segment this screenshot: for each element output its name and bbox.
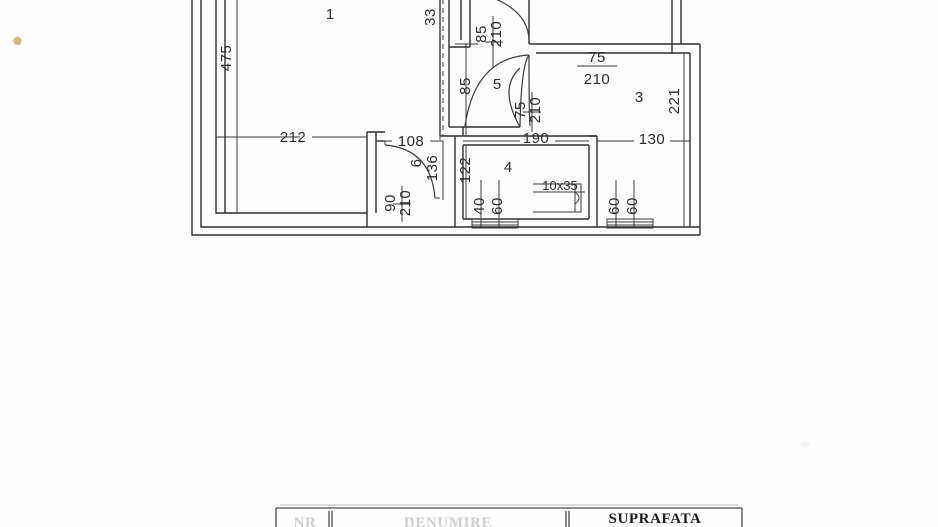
door-tag-75-height-b: 210: [527, 97, 544, 124]
table-header-suprafata: SUPRAFATA: [609, 511, 702, 527]
room-label-3: 3: [635, 89, 643, 106]
room-label-5: 5: [493, 76, 501, 93]
dimension-6: 6: [408, 159, 425, 168]
door-tag-75-width-a: 75: [588, 49, 606, 66]
door-tag-85-height: 210: [488, 21, 505, 48]
door-tag-85-width: 85: [473, 25, 490, 43]
door-tag-75-width-b: 75: [512, 101, 529, 119]
dimension-130: 130: [639, 131, 666, 148]
door-swing-arcs: [384, 0, 531, 199]
room-label-4: 4: [504, 159, 512, 176]
window-symbols: [471, 218, 654, 229]
dimension-475: 475: [218, 45, 235, 72]
dimension-60-a: 60: [489, 197, 506, 215]
dimension-10x35: 10x35: [542, 178, 577, 193]
dimension-labels: 475 212 33 108 6 136 85 122 190 130 221 …: [218, 8, 683, 215]
dimension-lines: [216, 0, 690, 228]
dimension-60-b: 60: [606, 197, 623, 215]
door-tag-90-height: 210: [397, 190, 414, 217]
dimension-40: 40: [471, 197, 488, 215]
door-dimension-tags: 85 210 75 210 75 210 90 210: [382, 21, 610, 217]
dimension-212: 212: [280, 129, 307, 146]
scan-artifact-speck: [13, 36, 22, 45]
dimension-190: 190: [523, 130, 550, 147]
dimension-33: 33: [422, 8, 439, 26]
room-number-labels: 1 5 3 4: [326, 6, 643, 176]
door-tag-75-height-a: 210: [584, 71, 611, 88]
dimension-60-c: 60: [624, 197, 641, 215]
dimension-221: 221: [666, 88, 683, 115]
dimension-136: 136: [424, 155, 441, 182]
room-label-1: 1: [326, 6, 334, 23]
plan-walls: [191, 0, 701, 236]
table-header-denumire: DENUMIRE: [404, 515, 492, 527]
area-schedule-table: SUPRAFATA DENUMIRE NR: [275, 504, 743, 527]
scan-artifact-faint-spot: [800, 442, 810, 447]
dimension-108: 108: [398, 133, 425, 150]
door-tag-90-width: 90: [382, 194, 399, 212]
dimension-122: 122: [457, 157, 474, 184]
table-header-nr: NR: [294, 515, 317, 527]
dimension-85: 85: [457, 77, 474, 95]
